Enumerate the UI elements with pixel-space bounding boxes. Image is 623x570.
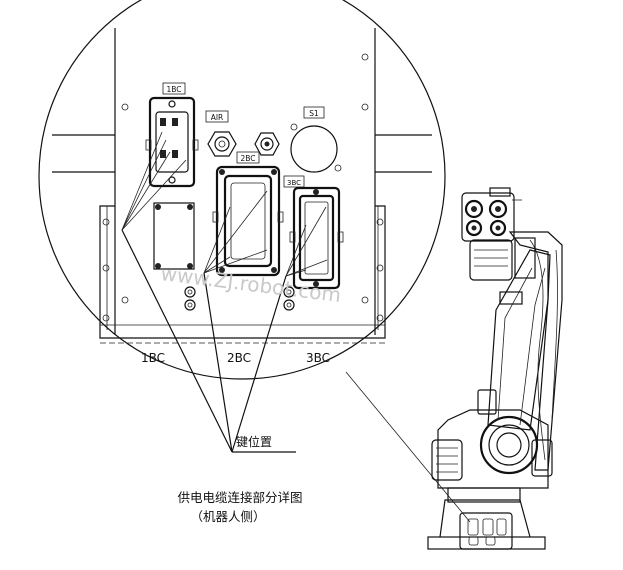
- tag-air: AIR: [211, 113, 224, 122]
- robot-upper-arm: [508, 231, 563, 471]
- tag-3bc: 3BC: [287, 179, 301, 187]
- connector-3bc: [289, 186, 344, 290]
- tag-box-air: [205, 110, 229, 123]
- tag-2bc: 2BC: [240, 154, 255, 163]
- robot-base-plate: [427, 536, 546, 550]
- watermark: www.ZJ.robot.com: [159, 261, 342, 307]
- connector-1bc: [145, 96, 199, 188]
- bottom-label-2bc: 2BC: [227, 351, 251, 365]
- bottom-label-1bc: 1BC: [141, 351, 165, 365]
- robot-wrist-head: [461, 192, 515, 242]
- caption-subtitle: （机器人侧）: [190, 509, 265, 524]
- robot-base-detail-box: [459, 512, 513, 550]
- air-fitting-left: [207, 131, 237, 157]
- robot-side-view: [427, 187, 563, 550]
- s1-port: [290, 123, 342, 173]
- air-fitting-right: [254, 132, 280, 156]
- tag-s1: S1: [309, 109, 319, 118]
- key-position-leaders: [121, 131, 328, 453]
- tag-box-2bc: [236, 151, 260, 164]
- robot-lower-arm: [487, 249, 551, 431]
- tag-box-s1: [303, 106, 325, 119]
- small-plugs: [184, 286, 295, 311]
- connector-plate: [52, 28, 432, 344]
- connector-1bc-cover: [153, 202, 195, 270]
- caption-title: 供电电缆连接部分详图: [177, 490, 302, 505]
- tag-box-1bc: [162, 82, 186, 95]
- key-position-label: 键位置: [236, 434, 272, 449]
- bottom-label-3bc: 3BC: [306, 351, 330, 365]
- detail-circle: [38, 0, 446, 380]
- detail-leader-line: [345, 371, 471, 523]
- tag-box-3bc: [283, 175, 305, 188]
- tag-1bc: 1BC: [166, 85, 181, 94]
- robot-wrist-motor: [469, 239, 513, 281]
- connector-2bc: [212, 165, 284, 277]
